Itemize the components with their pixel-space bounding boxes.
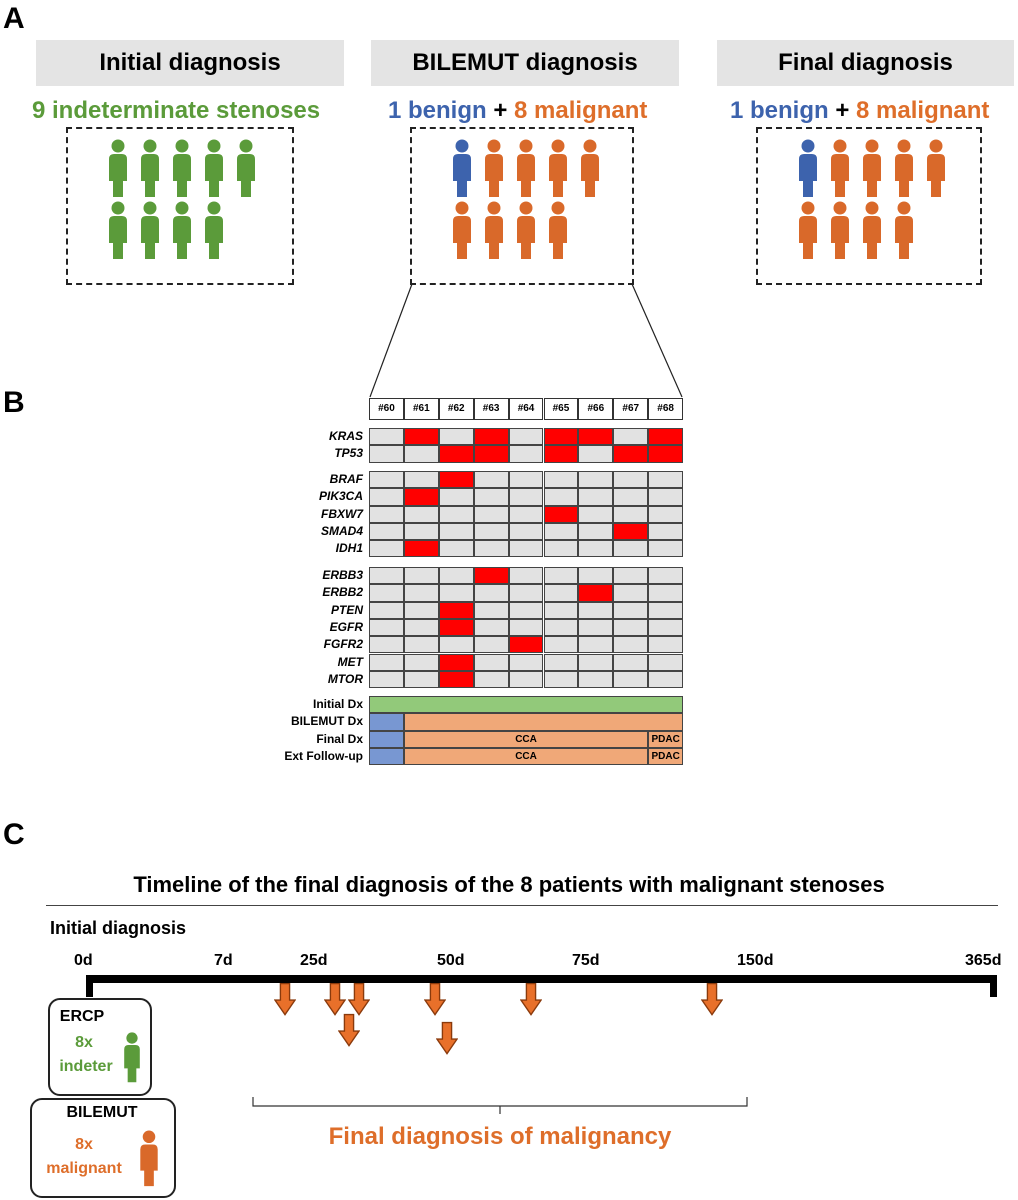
ercp-status: indeter: [59, 1058, 113, 1075]
title-underline: [46, 905, 998, 906]
timeline-tick-label: 7d: [214, 952, 233, 969]
bilemut-box-count: 8x: [75, 1136, 93, 1153]
bilemut-diagnosis-header: BILEMUT diagnosis: [371, 40, 679, 86]
ercp-person-icon: [120, 1032, 144, 1084]
bilemut-benign-count: 1 benign: [388, 97, 487, 124]
bilemut-patient-box: [410, 127, 634, 285]
initial-diagnosis-header: Initial diagnosis: [36, 40, 344, 86]
timeline-end-cap: [990, 975, 997, 997]
diagnosis-arrow: [324, 983, 346, 1016]
final-patient-box: [756, 127, 982, 285]
timeline-tick-label: 150d: [737, 952, 774, 969]
ercp-count: 8x: [75, 1034, 93, 1051]
initial-diagnosis-label: Initial diagnosis: [50, 918, 187, 938]
final-plus: +: [835, 97, 850, 124]
timeline-title: Timeline of the final diagnosis of the 8…: [133, 872, 885, 897]
panel-c-letter: C: [3, 818, 25, 851]
diagnosis-arrow: [701, 983, 723, 1016]
panel-a-letter: A: [3, 2, 25, 35]
diagnosis-arrow: [348, 983, 370, 1016]
bilemut-box-status: malignant: [46, 1160, 122, 1177]
diagnosis-arrow: [520, 983, 542, 1016]
final-diagnosis-header: Final diagnosis: [717, 40, 1014, 86]
bilemut-box: BILEMUT 8x malignant: [30, 1098, 176, 1198]
timeline-tick-label: 25d: [300, 952, 328, 969]
diagnosis-arrow: [338, 1013, 360, 1047]
bilemut-plus: +: [493, 97, 508, 124]
initial-subtitle: 9 indeterminate stenoses: [32, 97, 321, 124]
bilemut-person-icon: [136, 1130, 162, 1188]
timeline-tick-label: 75d: [572, 952, 600, 969]
timeline-axis: [86, 975, 997, 983]
final-benign-count: 1 benign: [730, 97, 829, 124]
timeline-start-cap: [86, 975, 93, 997]
bilemut-subtitle: 1 benign + 8 malignant: [388, 97, 647, 125]
malignancy-caption: Final diagnosis of malignancy: [328, 1123, 672, 1150]
timeline-tick-label: 365d: [965, 952, 1002, 969]
bilemut-box-title: BILEMUT: [66, 1104, 138, 1121]
diagnosis-arrow: [274, 983, 296, 1016]
zoom-lines: [369, 283, 683, 398]
diagnosis-arrow: [424, 983, 446, 1016]
timeline-tick-label: 50d: [437, 952, 465, 969]
final-malignant-count: 8 malignant: [856, 97, 990, 124]
timeline-tick-label: 0d: [74, 952, 93, 969]
final-subtitle: 1 benign + 8 malignant: [730, 97, 989, 125]
ercp-title: ERCP: [59, 1008, 105, 1025]
malignancy-brace: [252, 1097, 748, 1114]
initial-patient-box: [66, 127, 294, 285]
bilemut-malignant-count: 8 malignant: [514, 97, 648, 124]
panel-b-letter: B: [3, 386, 25, 419]
ercp-box: ERCP 8x indeter: [48, 998, 152, 1096]
diagnosis-arrow: [436, 1021, 458, 1055]
